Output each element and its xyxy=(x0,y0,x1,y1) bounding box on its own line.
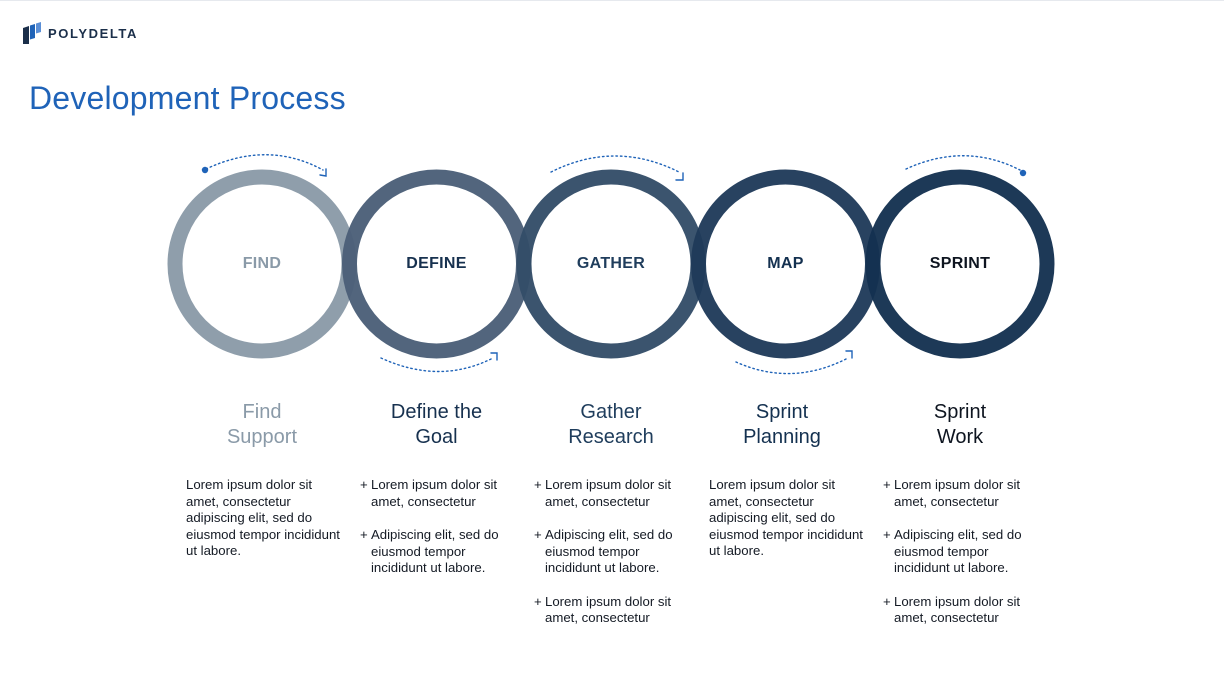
step-body-sprint: Lorem ipsum dolor sit amet, consectetur … xyxy=(883,477,1045,644)
ring-label-sprint: SPRINT xyxy=(929,255,991,272)
brand-logo[interactable]: POLYDELTA xyxy=(22,22,138,44)
ring-label-gather: GATHER xyxy=(576,255,646,272)
arc-arrow-define xyxy=(380,357,494,373)
list-item: Lorem ipsum dolor sit amet, consectetur xyxy=(883,477,1045,510)
list-item: Lorem ipsum dolor sit amet, consectetur xyxy=(883,594,1045,627)
step-title-sprint: Sprint Work xyxy=(885,400,1035,450)
arc-arrow-define-head-icon xyxy=(490,352,498,361)
arc-arrow-map xyxy=(735,357,849,375)
step-title-line: Define the xyxy=(390,401,483,423)
list-item: Lorem ipsum dolor sit amet, consectetur xyxy=(534,594,696,627)
arc-end-dot-icon xyxy=(1019,169,1027,177)
ring-label-find: FIND xyxy=(242,255,282,272)
step-title-line: Sprint xyxy=(755,401,809,423)
step-bullet-list: Lorem ipsum dolor sit amet, consectetur … xyxy=(883,477,1045,627)
step-title-line: Sprint xyxy=(933,401,987,423)
step-title-line: Find xyxy=(242,401,282,423)
list-item: Lorem ipsum dolor sit amet, consectetur xyxy=(534,477,696,510)
step-title-line: Goal xyxy=(415,426,458,448)
step-title-line: Planning xyxy=(743,426,821,448)
step-body-find: Lorem ipsum dolor sit amet, consectetur … xyxy=(186,477,348,560)
arc-arrow-find xyxy=(205,154,324,171)
step-title-find: Find Support xyxy=(187,400,337,450)
step-body-gather: Lorem ipsum dolor sit amet, consectetur … xyxy=(534,477,696,644)
arc-start-dot-icon xyxy=(201,166,209,174)
ring-sprint xyxy=(865,169,1055,359)
top-divider xyxy=(0,0,1224,1)
step-bullet-list: Lorem ipsum dolor sit amet, consectetur … xyxy=(360,477,522,577)
page-title: Development Process xyxy=(29,80,346,116)
ring-label-map: MAP xyxy=(767,255,804,272)
step-bullet-list: Lorem ipsum dolor sit amet, consectetur … xyxy=(534,477,696,627)
step-title-line: Gather xyxy=(580,401,642,423)
list-item: Adipiscing elit, sed do eiusmod tempor i… xyxy=(534,527,696,577)
arc-arrow-find-head-icon xyxy=(319,168,327,177)
list-item: Adipiscing elit, sed do eiusmod tempor i… xyxy=(360,527,522,577)
step-title-gather: Gather Research xyxy=(536,400,686,450)
step-body-define: Lorem ipsum dolor sit amet, consectetur … xyxy=(360,477,522,594)
step-title-line: Work xyxy=(936,426,984,448)
arc-arrow-gather-head-icon xyxy=(675,172,684,181)
brand-name: POLYDELTA xyxy=(48,25,139,41)
list-item: Lorem ipsum dolor sit amet, consectetur xyxy=(360,477,522,510)
list-item: Adipiscing elit, sed do eiusmod tempor i… xyxy=(883,527,1045,577)
step-description: Lorem ipsum dolor sit amet, consectetur … xyxy=(709,477,863,558)
arc-arrow-map-head-icon xyxy=(845,350,853,359)
step-title-line: Research xyxy=(568,426,654,448)
arc-arrow-gather xyxy=(550,155,680,173)
step-title-line: Support xyxy=(226,426,298,448)
step-body-map: Lorem ipsum dolor sit amet, consectetur … xyxy=(709,477,871,560)
polydelta-logo-icon xyxy=(23,22,41,44)
ring-label-define: DEFINE xyxy=(406,255,467,272)
arc-arrow-sprint xyxy=(905,155,1021,171)
step-title-define: Define the Goal xyxy=(362,400,512,450)
step-title-map: Sprint Planning xyxy=(707,400,857,450)
step-description: Lorem ipsum dolor sit amet, consectetur … xyxy=(186,477,340,558)
